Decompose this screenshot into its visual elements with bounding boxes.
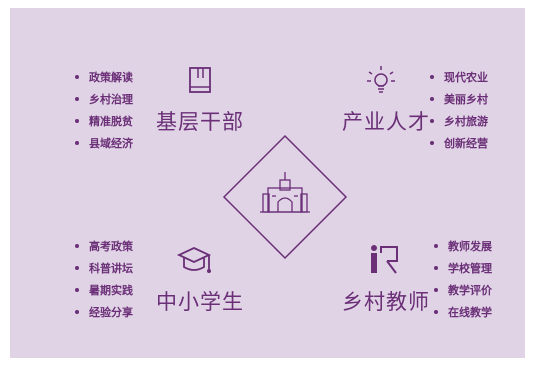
- list-item: 美丽乡村: [430, 89, 488, 111]
- list-item: 经验分享: [75, 302, 133, 324]
- list-item: 科普讲坛: [75, 258, 133, 280]
- quadrant-title: 中小学生: [156, 290, 244, 314]
- list-item: 乡村旅游: [430, 111, 488, 133]
- list-item: 创新经营: [430, 133, 488, 155]
- list-item: 政策解读: [75, 67, 133, 89]
- quadrant-title: 产业人才: [342, 110, 430, 134]
- list-item: 高考政策: [75, 236, 133, 258]
- list-item: 县域经济: [75, 133, 133, 155]
- graduation-cap-icon: [176, 247, 212, 273]
- lightbulb-icon: [367, 66, 395, 93]
- diagram-panel: 政策解读 乡村治理 精准脱贫 县域经济 基层干部: [10, 8, 525, 358]
- quadrant-dividers: [25, 18, 515, 353]
- list-item: 在线教学: [434, 302, 492, 324]
- list-item: 乡村治理: [75, 89, 133, 111]
- quadrant-title: 基层干部: [156, 110, 244, 134]
- center-diamond: [222, 134, 348, 260]
- list-item: 暑期实践: [75, 280, 133, 302]
- list-item: 精准脱贫: [75, 111, 133, 133]
- list-item: 学校管理: [434, 258, 492, 280]
- bottom-left-item-list: 高考政策 科普讲坛 暑期实践 经验分享: [75, 236, 133, 324]
- book-icon: [189, 67, 211, 93]
- top-left-item-list: 政策解读 乡村治理 精准脱贫 县域经济: [75, 67, 133, 155]
- top-right-item-list: 现代农业 美丽乡村 乡村旅游 创新经营: [430, 67, 488, 155]
- university-gate-icon: [260, 172, 310, 213]
- teacher-board-icon: [371, 245, 398, 274]
- list-item: 现代农业: [430, 67, 488, 89]
- list-item: 教师发展: [434, 236, 492, 258]
- bottom-right-item-list: 教师发展 学校管理 教学评价 在线教学: [434, 236, 492, 324]
- quadrant-title: 乡村教师: [342, 290, 430, 314]
- list-item: 教学评价: [434, 280, 492, 302]
